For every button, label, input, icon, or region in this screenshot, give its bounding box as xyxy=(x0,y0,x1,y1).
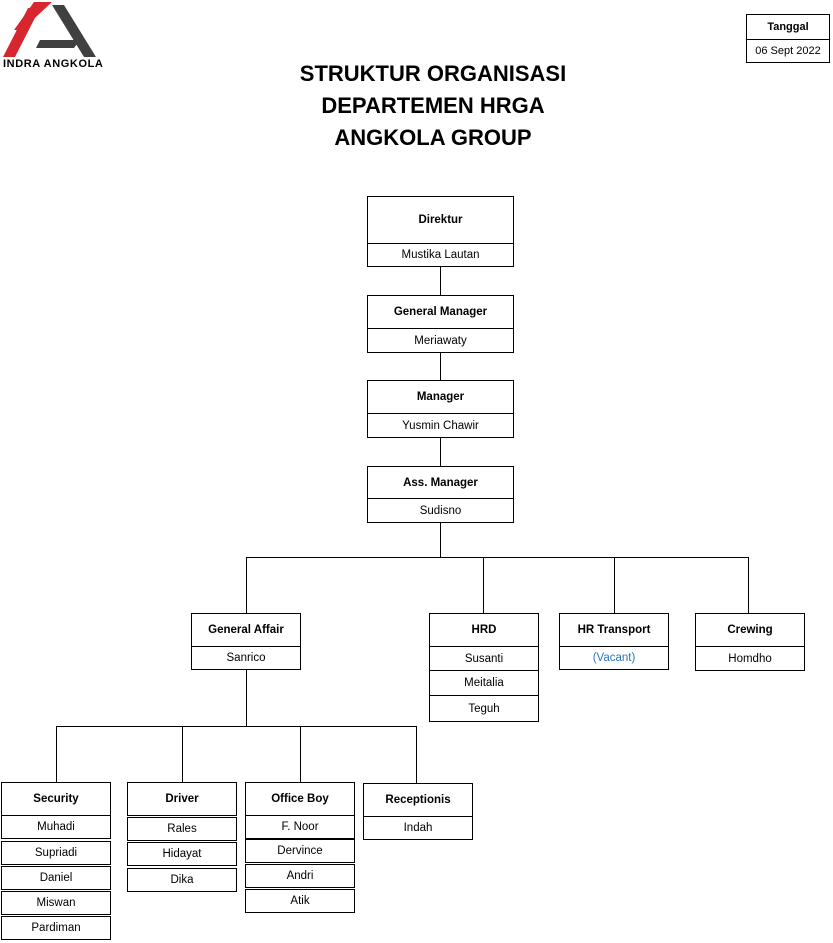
general-affair-name: Sanrico xyxy=(191,646,301,670)
date-label: Tanggal xyxy=(747,15,829,40)
general-affair-title: General Affair xyxy=(191,613,301,647)
hrd-member: Teguh xyxy=(429,695,539,722)
connector-line xyxy=(246,557,749,558)
hrd-title: HRD xyxy=(429,613,539,647)
security-title: Security xyxy=(1,782,111,816)
receptionis-title: Receptionis xyxy=(363,783,473,817)
office-boy-member: Dervince xyxy=(245,839,355,863)
page-title-line3: ANGKOLA GROUP xyxy=(334,125,532,150)
connector-line xyxy=(182,726,183,783)
connector-line xyxy=(614,557,615,614)
direktur-name: Mustika Lautan xyxy=(367,243,514,267)
security-member: Supriadi xyxy=(1,841,111,865)
driver-member: Rales xyxy=(127,817,237,841)
ass-manager-title: Ass. Manager xyxy=(367,466,514,499)
office-boy-member: Andri xyxy=(245,864,355,888)
hr-transport-title: HR Transport xyxy=(559,613,669,647)
connector-line xyxy=(246,557,247,614)
office-boy-title: Office Boy xyxy=(245,782,355,816)
connector-line xyxy=(440,437,441,467)
security-member: Muhadi xyxy=(1,815,111,839)
hr-transport-name: (Vacant) xyxy=(559,646,669,670)
connector-line xyxy=(440,352,441,381)
hrd-member: Meitalia xyxy=(429,670,539,696)
connector-line xyxy=(440,266,441,296)
driver-member: Hidayat xyxy=(127,842,237,866)
date-box: Tanggal 06 Sept 2022 xyxy=(746,14,830,63)
manager-name: Yusmin Chawir xyxy=(367,413,514,438)
security-member: Miswan xyxy=(1,891,111,915)
connector-line xyxy=(246,669,247,726)
connector-line xyxy=(56,726,417,727)
security-member: Pardiman xyxy=(1,916,111,940)
hrd-member: Susanti xyxy=(429,646,539,671)
connector-line xyxy=(416,726,417,783)
crewing-title: Crewing xyxy=(695,613,805,647)
company-logo xyxy=(0,0,100,72)
connector-line xyxy=(300,726,301,783)
connector-line xyxy=(56,726,57,783)
receptionis-member: Indah xyxy=(363,816,473,840)
page-title-line1: STRUKTUR ORGANISASI xyxy=(299,61,567,86)
ass-manager-name: Sudisno xyxy=(367,498,514,523)
connector-line xyxy=(748,557,749,614)
security-member: Daniel xyxy=(1,866,111,890)
logo-mark-icon xyxy=(3,2,96,57)
gm-title: General Manager xyxy=(367,295,514,329)
driver-member: Dika xyxy=(127,868,237,892)
direktur-title: Direktur xyxy=(367,196,514,244)
connector-line xyxy=(483,557,484,614)
connector-line xyxy=(440,522,441,557)
office-boy-member: F. Noor xyxy=(245,815,355,839)
logo-text: INDRA ANGKOLA xyxy=(3,58,104,70)
crewing-name: Homdho xyxy=(695,646,805,671)
gm-name: Meriawaty xyxy=(367,328,514,353)
date-value: 06 Sept 2022 xyxy=(755,45,821,57)
manager-title: Manager xyxy=(367,380,514,414)
office-boy-member: Atik xyxy=(245,889,355,913)
driver-title: Driver xyxy=(127,782,237,816)
page-title-line2: DEPARTEMEN HRGA xyxy=(321,93,545,118)
